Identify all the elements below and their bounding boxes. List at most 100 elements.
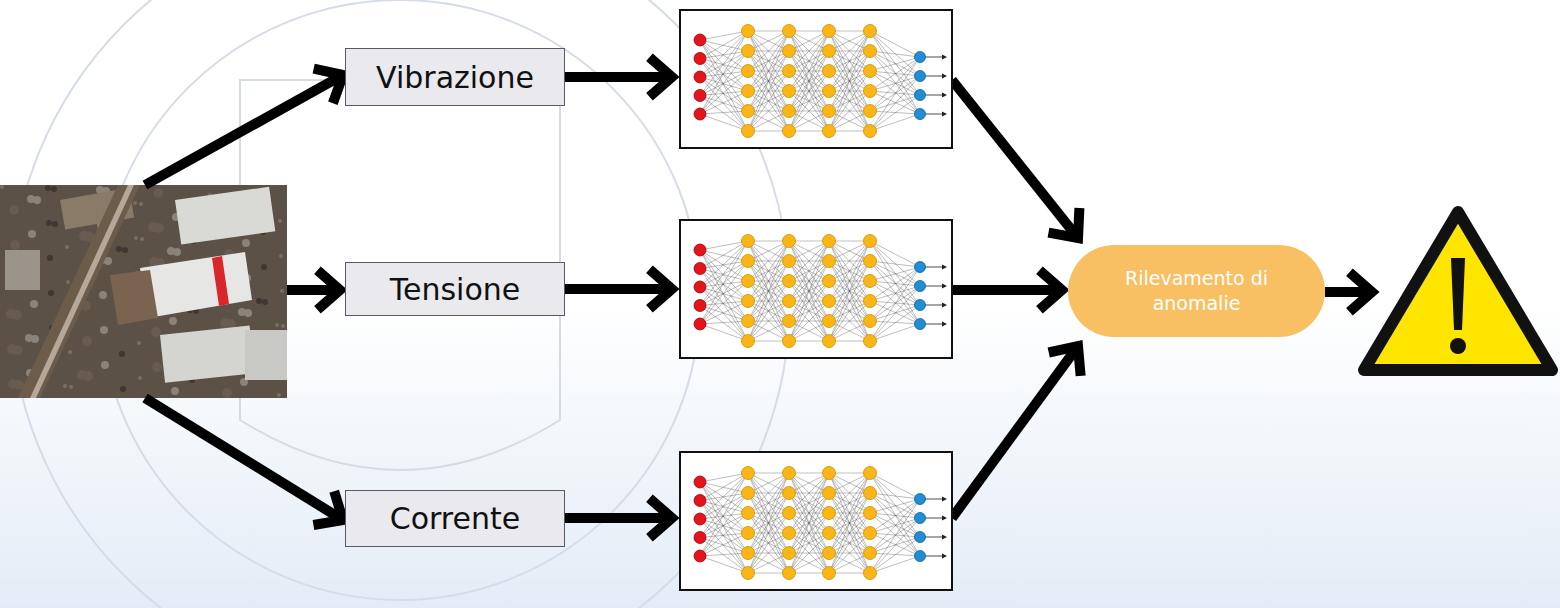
- synapse: [748, 71, 789, 131]
- signal-box: Vibrazione: [345, 48, 565, 106]
- synapse: [700, 493, 748, 538]
- node-label: Rilevamento di anomalie: [1108, 266, 1285, 315]
- synapse: [870, 76, 920, 131]
- neuron: [694, 71, 706, 83]
- gravel: [120, 386, 126, 392]
- synapse: [870, 57, 920, 91]
- synapse: [748, 473, 789, 573]
- synapse: [870, 286, 920, 341]
- synapse: [870, 31, 920, 76]
- flow-arrow: [952, 80, 1079, 238]
- synapse: [870, 71, 920, 76]
- synapse: [748, 241, 789, 341]
- signal-box: Tensione: [345, 262, 565, 316]
- arrow-head: [1049, 346, 1081, 376]
- synapse: [700, 519, 748, 533]
- synapse: [870, 267, 920, 341]
- flow-arrow: [565, 57, 672, 97]
- synapse: [700, 51, 748, 96]
- synapse: [870, 518, 920, 553]
- synapse: [700, 51, 748, 114]
- synapse: [870, 241, 920, 286]
- neuron: [915, 319, 926, 330]
- synapse: [700, 324, 748, 341]
- network-frame: [680, 220, 952, 358]
- neuron: [783, 295, 796, 308]
- synapse: [829, 241, 870, 341]
- output-arrowhead: [942, 284, 947, 289]
- gravel: [28, 230, 36, 238]
- arrow-head: [314, 69, 343, 104]
- neuron: [694, 53, 706, 65]
- neuron: [783, 105, 796, 118]
- neuron: [823, 255, 836, 268]
- synapse: [870, 241, 920, 324]
- synapse: [870, 493, 920, 537]
- neuron: [823, 487, 836, 500]
- gravel: [48, 290, 54, 296]
- output-arrowhead: [942, 93, 947, 98]
- output-arrowhead: [942, 112, 947, 117]
- node-label: Corrente: [390, 501, 520, 536]
- neuron: [864, 507, 877, 520]
- synapse: [700, 519, 748, 553]
- neuron: [864, 85, 877, 98]
- synapse: [870, 513, 920, 537]
- gravel: [133, 201, 137, 205]
- gravel: [137, 341, 141, 345]
- neuron: [783, 547, 796, 560]
- neuron: [864, 105, 877, 118]
- neuron: [742, 85, 755, 98]
- neuron: [915, 109, 926, 120]
- gravel: [138, 376, 142, 380]
- neuron: [823, 547, 836, 560]
- synapse: [870, 537, 920, 553]
- synapse: [870, 241, 920, 305]
- synapse: [700, 501, 748, 574]
- gravel: [281, 324, 285, 328]
- arrow-shaft: [565, 72, 668, 82]
- neuron: [694, 34, 706, 46]
- gravel: [101, 361, 109, 369]
- synapse: [870, 281, 920, 324]
- synapse: [700, 40, 748, 51]
- synapse: [700, 501, 748, 534]
- arrow-head: [313, 491, 343, 525]
- synapse: [870, 51, 920, 57]
- arrow-head: [1349, 272, 1372, 312]
- neuron: [915, 52, 926, 63]
- neuron: [694, 476, 706, 488]
- neuron: [783, 65, 796, 78]
- synapse: [870, 553, 920, 556]
- synapse: [870, 518, 920, 573]
- arrow-shaft: [952, 80, 1076, 235]
- neuron: [915, 90, 926, 101]
- neuron: [823, 45, 836, 58]
- synapse: [829, 513, 870, 573]
- neuron: [864, 255, 877, 268]
- neuron: [915, 494, 926, 505]
- synapse: [700, 71, 748, 114]
- gravel: [134, 236, 138, 240]
- neuron: [864, 45, 877, 58]
- synapse: [748, 31, 789, 131]
- synapse: [870, 71, 920, 114]
- synapse: [870, 473, 920, 556]
- arrow-head: [649, 269, 672, 309]
- synapse: [700, 77, 748, 131]
- neuron: [742, 527, 755, 540]
- neuron: [742, 255, 755, 268]
- synapse: [789, 473, 829, 573]
- gravel: [77, 370, 87, 380]
- synapse: [700, 287, 748, 341]
- synapse: [700, 513, 748, 519]
- synapse: [829, 31, 870, 91]
- neural-network: [680, 452, 952, 590]
- synapse: [700, 96, 748, 112]
- synapse: [870, 51, 920, 114]
- neuron: [823, 527, 836, 540]
- flow-arrow: [287, 270, 340, 310]
- synapse: [829, 473, 870, 573]
- synapse: [870, 324, 920, 341]
